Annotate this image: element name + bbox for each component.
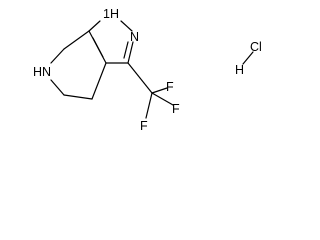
salt-label-h: H: [235, 63, 244, 77]
trifluoromethyl-group: [127, 62, 174, 119]
atom-label-n2: N: [130, 30, 139, 44]
atom-label-f-top: F: [166, 80, 174, 94]
atom-label-1h: 1H: [103, 7, 119, 21]
bond-cf3-f-left: [145, 92, 153, 119]
bond-c5-c4: [63, 94, 93, 100]
piperidine-ring: [50, 30, 107, 100]
bond-n2-c3-inner: [123, 41, 129, 59]
atom-label-f-right: F: [172, 102, 180, 116]
pyrazole-ring: [88, 20, 134, 64]
bond-c7a-n1: [88, 20, 101, 32]
bond-c3-cf3: [127, 62, 153, 94]
bond-n2-c3-outer: [127, 41, 134, 64]
salt-label-cl: Cl: [250, 40, 262, 54]
bond-n6-c5: [50, 79, 65, 96]
bond-cf3-f-right: [151, 92, 174, 106]
bond-c7a-c7: [63, 30, 90, 50]
atom-label-f-left: F: [140, 119, 148, 133]
chemical-structure: 1H N HN F F F H Cl: [33, 7, 262, 133]
bond-cf3-f-top: [151, 87, 168, 94]
bond-n1-n2: [120, 20, 133, 32]
bond-c7a-c3a-inner: [92, 37, 104, 58]
bond-h-cl: [242, 51, 254, 65]
bond-c7-n6: [50, 48, 65, 64]
bond-c4-c3a: [91, 62, 107, 100]
atom-label-nh6: HN: [33, 65, 51, 79]
